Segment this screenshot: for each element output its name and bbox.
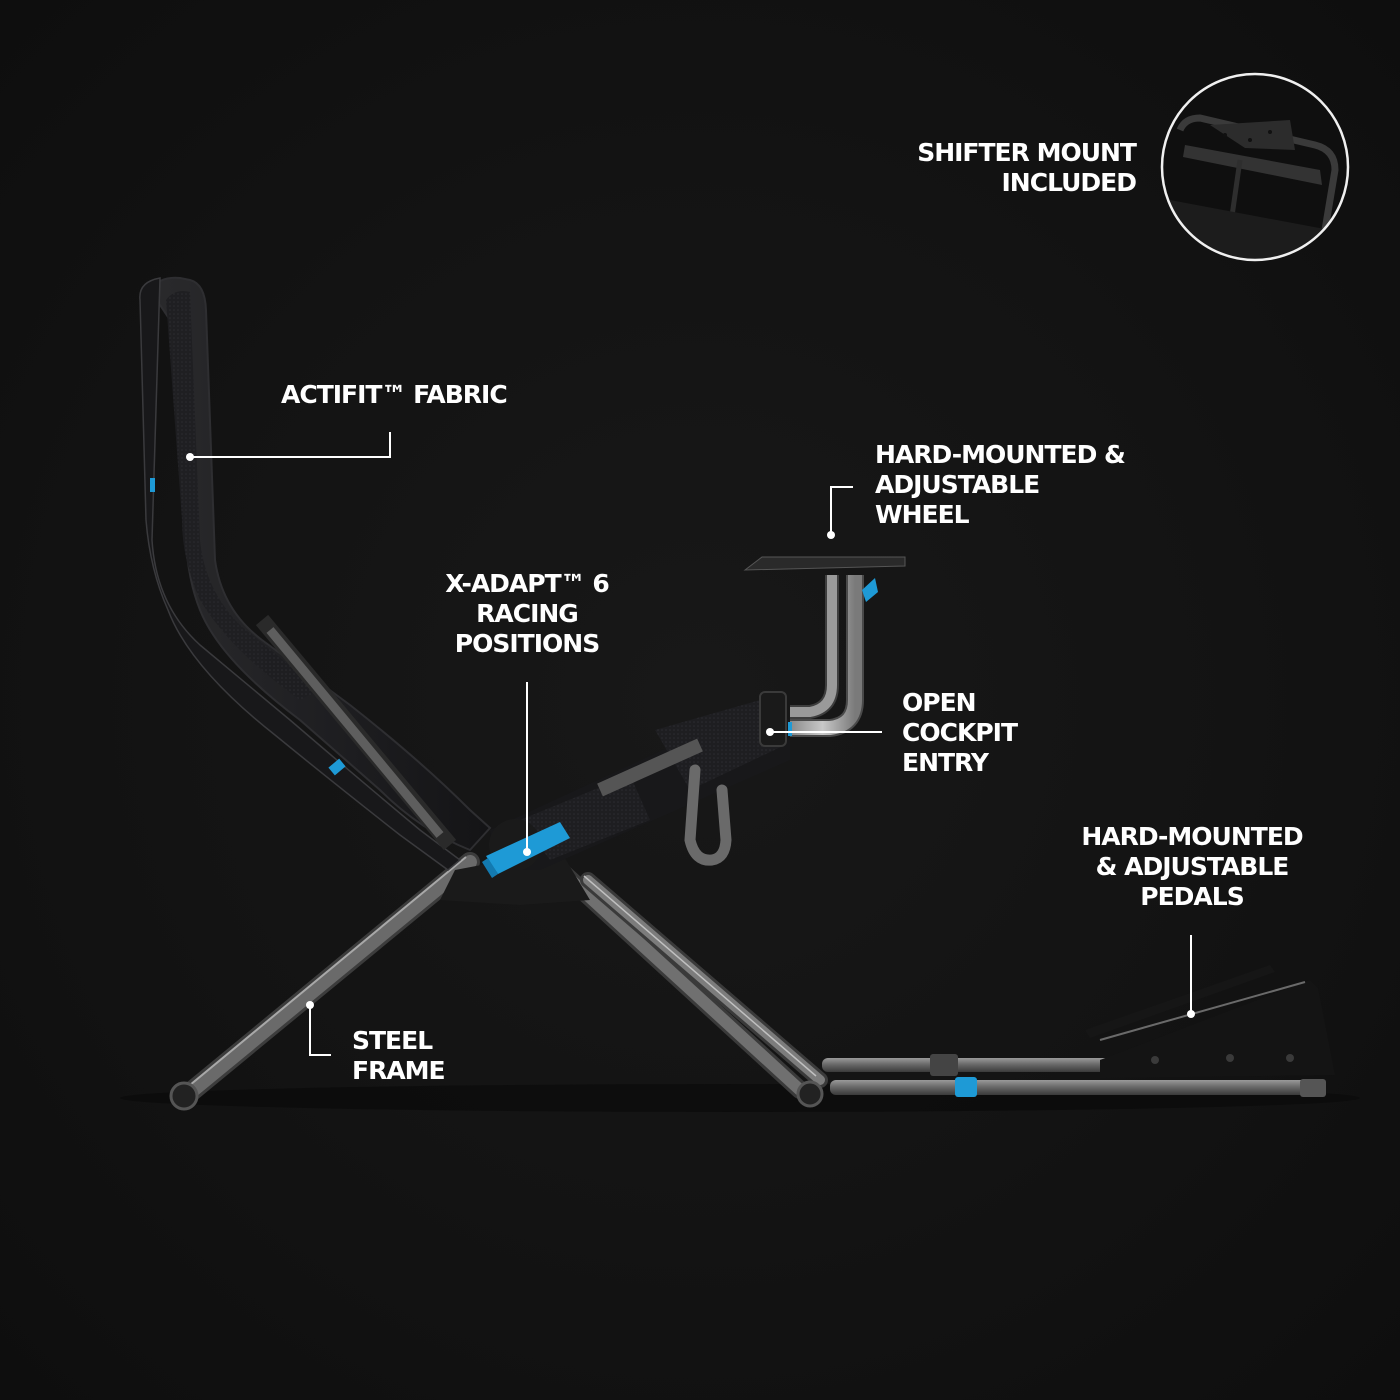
- callout-wheel-line-3: WHEEL: [875, 500, 970, 529]
- brand-logo-icon: [150, 478, 155, 492]
- rail-lock-icon: [955, 1077, 977, 1097]
- callout-pedals: HARD-MOUNTED & ADJUSTABLE PEDALS: [1072, 822, 1312, 912]
- callout-cockpit-line-3: ENTRY: [902, 748, 989, 777]
- callout-pedals-line-1: HARD-MOUNTED: [1081, 822, 1303, 851]
- callout-cockpit-line-2: COCKPIT: [902, 718, 1018, 747]
- callout-xadapt-line-3: POSITIONS: [454, 629, 600, 658]
- rear-leg: [169, 852, 480, 1111]
- callout-dots: [186, 453, 1195, 1018]
- callout-actifit-fabric: ACTIFIT™ FABRIC: [281, 380, 508, 410]
- lower-hook: [684, 764, 732, 866]
- pedal-rails: [822, 1054, 1326, 1097]
- callout-pedals-line-3: PEDALS: [1140, 882, 1244, 911]
- shifter-inset: [1160, 72, 1350, 262]
- callout-frame-line-2: FRAME: [352, 1056, 446, 1085]
- foot-cap-icon: [169, 1081, 199, 1111]
- seat-tube: [255, 614, 457, 851]
- callout-steel-frame: STEEL FRAME: [352, 1026, 446, 1086]
- callout-wheel: HARD-MOUNTED & ADJUSTABLE WHEEL: [875, 440, 1126, 530]
- callout-shifter-line-2: INCLUDED: [1001, 168, 1138, 197]
- callout-frame-line-1: STEEL: [352, 1026, 433, 1055]
- callout-xadapt-line-1: X-ADAPT™ 6: [445, 569, 610, 598]
- wheel-plate: [743, 556, 906, 571]
- inset-ring: [1160, 72, 1350, 262]
- pedal-plate: [1085, 965, 1335, 1078]
- callout-shifter-mount: SHIFTER MOUNT INCLUDED: [900, 138, 1138, 198]
- callout-fabric-line-1: ACTIFIT™ FABRIC: [281, 380, 508, 409]
- callout-wheel-line-1: HARD-MOUNTED &: [875, 440, 1126, 469]
- seat: [139, 276, 492, 871]
- callout-xadapt-line-2: RACING: [476, 599, 579, 628]
- callout-x-adapt: X-ADAPT™ 6 RACING POSITIONS: [427, 569, 627, 659]
- callout-lines: [190, 432, 1192, 1056]
- callout-shifter-line-1: SHIFTER MOUNT: [917, 138, 1137, 167]
- callout-wheel-line-2: ADJUSTABLE: [875, 470, 1040, 499]
- callout-pedals-line-2: & ADJUSTABLE: [1095, 852, 1290, 881]
- callout-open-cockpit: OPEN COCKPIT ENTRY: [902, 688, 1018, 778]
- wheel-mount: [743, 556, 906, 737]
- front-legs: [551, 861, 828, 1108]
- callout-cockpit-line-1: OPEN: [902, 688, 977, 717]
- wheel-knob-icon: [862, 578, 878, 602]
